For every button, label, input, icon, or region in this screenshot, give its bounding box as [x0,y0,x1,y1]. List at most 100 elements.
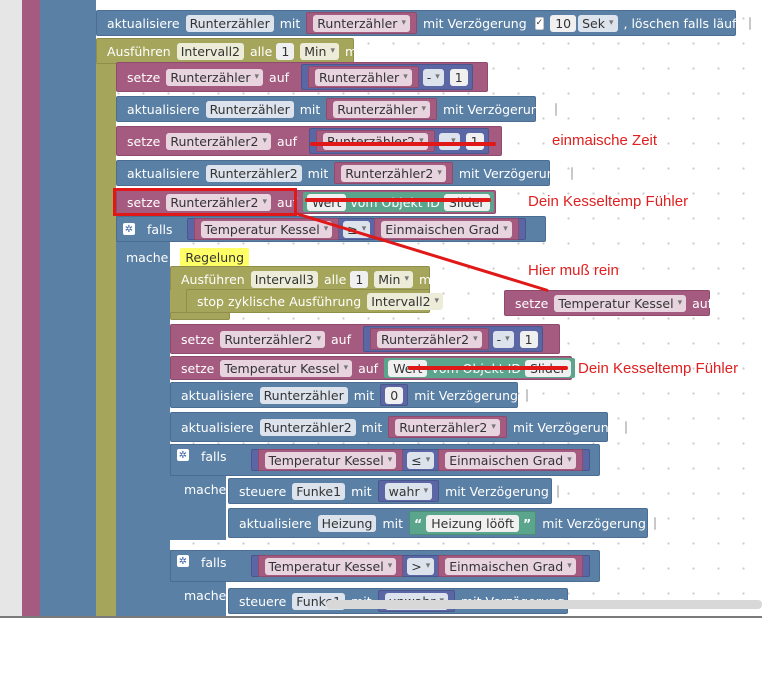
value-dropdown[interactable]: Runterzähler2 [395,418,500,436]
keyword: alle [250,43,273,59]
text-field[interactable]: Heizung lööft [426,514,519,532]
gear-icon[interactable]: ✲ [177,449,189,461]
var-dropdown[interactable]: Runterzähler2 [166,132,271,150]
right-var-dropdown[interactable]: Einmaischen Grad [445,451,576,469]
left-var-dropdown[interactable]: Temperatur Kessel [200,220,333,238]
keyword: falls [201,555,227,570]
keyword: ms [418,271,438,287]
var-dropdown[interactable]: Temperatur Kessel [554,294,687,312]
delay-checkbox[interactable] [570,166,573,180]
update-runterzaehler-row[interactable]: aktualisiere Runterzähler mit Runterzähl… [116,96,557,122]
set-runterzaehler2-row[interactable]: setze Runterzähler2 auf Runterzähler2 - … [116,126,502,156]
keyword: mache [184,587,227,603]
stop-interval-row[interactable]: stop zyklische Ausführung Intervall2 [186,289,444,313]
right-var-dropdown[interactable]: Einmaischen Grad [445,557,576,575]
var-dropdown[interactable]: Runterzähler [205,100,294,118]
operator-dropdown[interactable]: - [438,132,460,150]
keyword: mit [361,419,383,435]
update-runterzaehler2-inner-row[interactable]: aktualisiere Runterzähler2 mit Runterzäh… [170,412,627,442]
delay-checkbox[interactable] [556,484,559,498]
strike-line [408,366,568,370]
delay-checkbox[interactable] [554,102,557,116]
unit-dropdown[interactable]: Min [374,270,413,288]
keyword: mit Verzögerung [422,15,527,31]
operand-number[interactable]: 1 [519,330,538,348]
outer-procedure-block [40,0,96,617]
delay-checkbox[interactable] [624,420,627,434]
update-heizung-row[interactable]: aktualisiere Heizung mit “ Heizung lööft… [228,508,656,538]
keyword: auf [358,360,379,376]
operator-dropdown[interactable]: ≤ [407,451,435,469]
gear-icon[interactable]: ✲ [123,223,135,235]
var-dropdown[interactable]: Heizung [317,514,377,532]
set-runterzaehler2-inner-row[interactable]: setze Runterzähler2 auf Runterzähler2 - … [170,324,560,354]
var-dropdown[interactable]: Runterzähler2 [205,164,302,182]
bool-dropdown[interactable]: wahr [384,482,433,500]
interval-dropdown[interactable]: Intervall2 [367,292,444,310]
blockly-workspace[interactable]: aktualisiere Runterzähler mit Runterzähl… [0,0,762,617]
interval-number[interactable]: 1 [276,42,295,60]
comment-label[interactable]: Regelung [180,247,250,267]
keyword: steuere [239,593,287,609]
delay-checkbox[interactable]: ✓ [534,16,545,30]
keyword: mit Verzögerung [414,387,518,403]
update-runterzaehler2-row[interactable]: aktualisiere Runterzähler2 mit Runterzäh… [116,160,573,186]
var-dropdown[interactable]: Runterzähler [185,14,274,32]
operator-dropdown[interactable]: - [492,330,514,348]
gear-icon[interactable]: ✲ [177,555,189,567]
delay-checkbox[interactable] [653,516,656,530]
delay-number[interactable]: 10 [550,14,577,32]
operand-number[interactable]: 1 [449,68,468,86]
control-funke1-true-row[interactable]: steuere Funke1 mit wahr mit Verzögerung [228,478,559,504]
var-dropdown[interactable]: Runterzähler [166,68,264,86]
update-runterzaehler-delay-row[interactable]: aktualisiere Runterzähler mit Runterzähl… [96,10,752,36]
set-runterzaehler-row[interactable]: setze Runterzähler auf Runterzähler - 1 [116,62,488,92]
value-dropdown[interactable]: Runterzähler [313,14,410,32]
value-dropdown[interactable]: Runterzähler [315,68,412,86]
interval-name[interactable]: Intervall2 [176,42,245,60]
var-dropdown[interactable]: Runterzähler2 [220,330,325,348]
strike-line [310,142,496,146]
annotation: einmaische Zeit [552,132,658,149]
operator-dropdown[interactable]: - [422,68,444,86]
unit-dropdown[interactable]: Sek [578,14,618,32]
if-temp-ge-row[interactable]: ✲ falls Temperatur Kessel ≥ Einmaischen … [116,216,546,242]
interval-name[interactable]: Intervall3 [250,270,319,288]
keyword: auf [269,69,290,85]
keyword: mit Verzögerung [512,419,617,435]
var-dropdown[interactable]: Runterzähler2 [259,418,356,436]
left-var-dropdown[interactable]: Temperatur Kessel [264,451,397,469]
right-var-dropdown[interactable]: Einmaischen Grad [381,220,512,238]
value-dropdown[interactable]: Wert [388,359,428,377]
object-id-field[interactable]: Slider [443,193,490,211]
value-number[interactable]: 0 [385,386,404,404]
interval2-header[interactable]: Ausführen Intervall2 alle 1 Min ms [96,38,364,64]
do-comment-row: mache Regelung [116,244,250,270]
operator-dropdown[interactable]: > [407,557,435,575]
keyword: aktualisiere [181,419,254,435]
unit-dropdown[interactable]: Min [300,42,339,60]
value-dropdown[interactable]: Runterzähler2 [341,164,446,182]
operand-number[interactable]: 1 [465,132,484,150]
var-dropdown[interactable]: Runterzähler [259,386,348,404]
if-temp-gt-row[interactable]: ✲ falls Temperatur Kessel > Einmaischen … [170,550,600,582]
var-dropdown[interactable]: Runterzähler2 [166,193,271,211]
if-temp-le-row[interactable]: ✲ falls Temperatur Kessel ≤ Einmaischen … [170,444,600,476]
value-dropdown[interactable]: Runterzähler [333,100,430,118]
keyword: mit Verzögerung [445,483,549,499]
left-var-dropdown[interactable]: Temperatur Kessel [264,557,397,575]
clear-checkbox[interactable] [749,16,752,30]
interval-number[interactable]: 1 [350,270,369,288]
value-dropdown[interactable]: Wert [306,193,347,211]
value-dropdown[interactable]: Runterzähler2 [322,132,428,150]
value-dropdown[interactable]: Runterzähler2 [376,330,482,348]
floating-set-temp-block[interactable]: setze Temperatur Kessel auf [504,290,712,316]
delay-checkbox[interactable] [525,388,528,402]
interval2-body [96,40,116,617]
update-runterzaehler-zero-row[interactable]: aktualisiere Runterzähler mit 0 mit Verz… [170,382,528,408]
horizontal-scrollbar[interactable] [326,600,762,609]
keyword: aktualisiere [127,101,200,117]
var-dropdown[interactable]: Temperatur Kessel [220,359,353,377]
var-dropdown[interactable]: Funke1 [292,482,346,500]
keyword: aktualisiere [239,515,312,531]
